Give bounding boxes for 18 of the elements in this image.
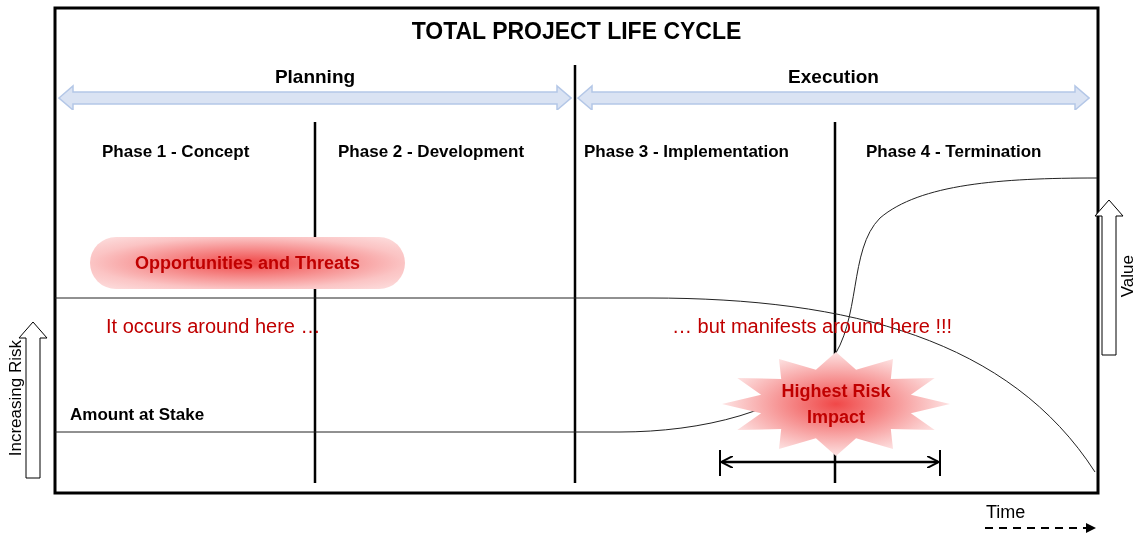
highlight-pill xyxy=(90,237,405,289)
span-arrow xyxy=(577,68,1090,110)
node-text: Execution xyxy=(788,66,879,88)
axis-label: Value xyxy=(1118,255,1137,298)
axis-label: Increasing Risk xyxy=(6,340,26,457)
axis-label: Time xyxy=(986,502,1026,523)
node-text: Highest Risk Impact xyxy=(780,379,892,429)
annotation-text: It occurs around here … xyxy=(106,315,321,338)
span-arrow xyxy=(58,68,572,110)
node-text: Planning xyxy=(274,66,356,88)
curve-label: Amount at Stake xyxy=(70,405,205,425)
phase-label: Phase 4 - Termination xyxy=(866,142,1042,162)
node-text: Opportunities and Threats xyxy=(135,252,360,274)
phase-label: Phase 1 - Concept xyxy=(102,142,250,162)
phase-label: Phase 2 - Development xyxy=(338,142,525,162)
phase-label: Phase 3 - Implementation xyxy=(584,142,789,162)
starburst-shape xyxy=(722,352,950,456)
diagram-title: TOTAL PROJECT LIFE CYCLE xyxy=(410,18,743,45)
